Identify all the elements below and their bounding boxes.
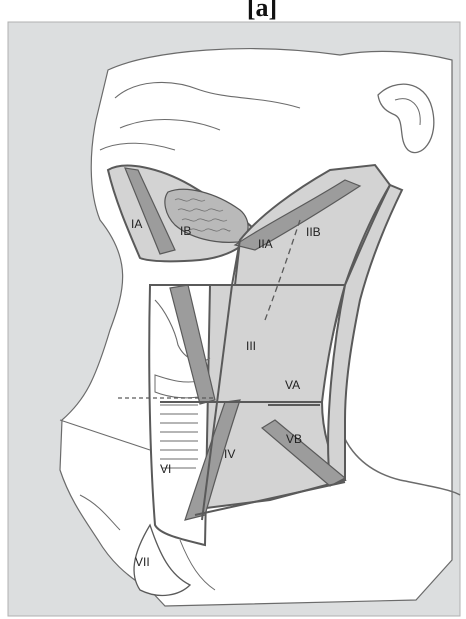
- label-IIA: IIA: [258, 237, 273, 251]
- label-III: III: [246, 339, 256, 353]
- label-IB: IB: [180, 224, 191, 238]
- label-VI: VI: [160, 462, 171, 476]
- label-IIB: IIB: [306, 225, 321, 239]
- label-IA: IA: [131, 217, 142, 231]
- label-VA: VA: [285, 378, 300, 392]
- label-VII: VII: [135, 555, 150, 569]
- label-VB: VB: [286, 432, 302, 446]
- header-fragment: [a]: [247, 0, 277, 22]
- label-IV: IV: [224, 447, 235, 461]
